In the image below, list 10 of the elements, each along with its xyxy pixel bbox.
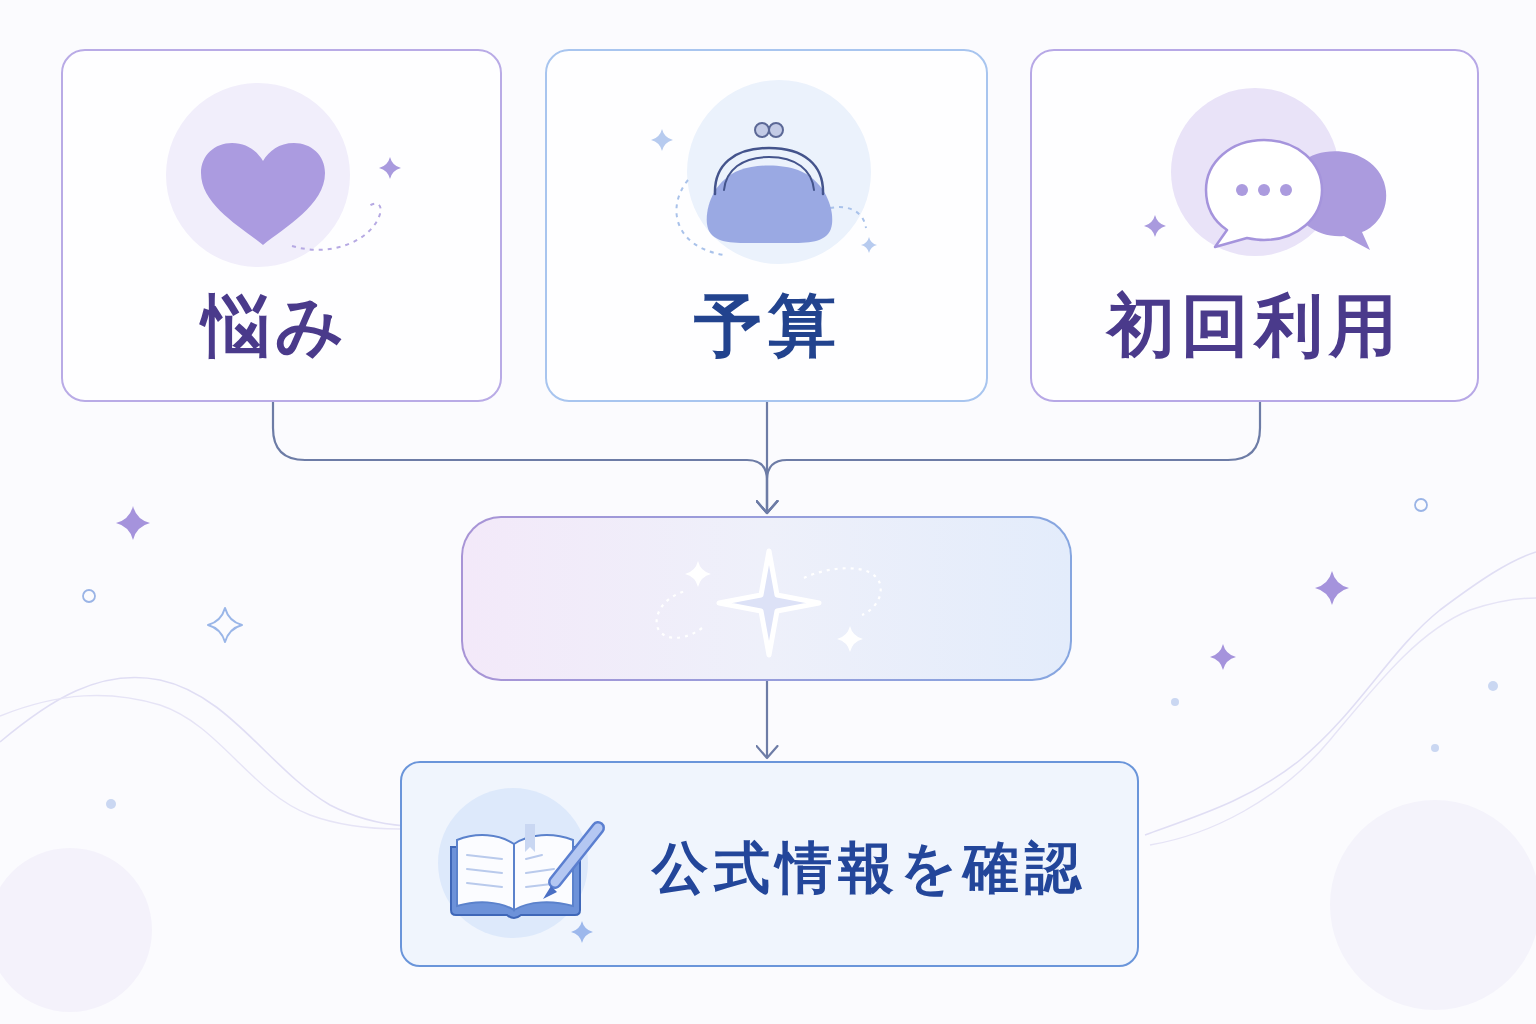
step-title: 予算 (694, 292, 842, 360)
process-box (461, 516, 1072, 681)
step-card (61, 49, 502, 402)
arrow (755, 402, 1262, 515)
step-card (1030, 49, 1479, 402)
step-title: 公式情報を確認 (652, 840, 1087, 896)
step-card (545, 49, 988, 402)
arrow (755, 681, 779, 760)
step-title: 初回利用 (1107, 292, 1403, 360)
step-card (400, 761, 1139, 967)
